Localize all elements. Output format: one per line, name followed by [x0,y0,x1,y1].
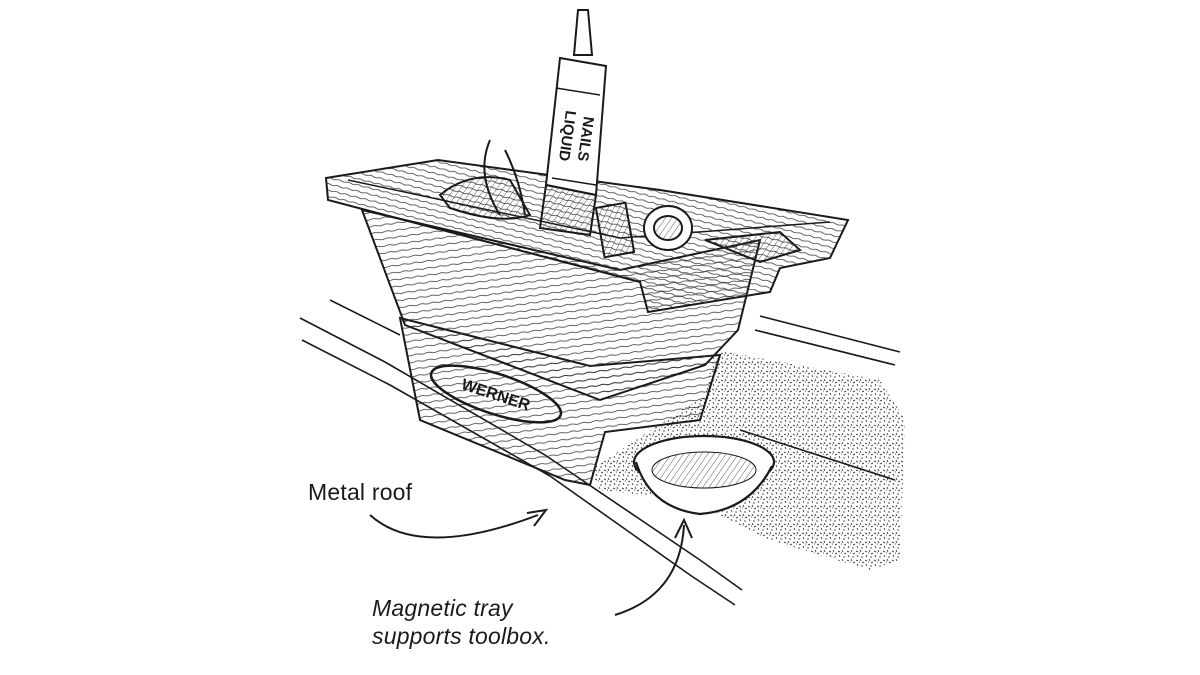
magnetic-tray [632,434,776,516]
caulk-label-line2: NAILS [574,115,597,162]
tray-callout-line1: Magnetic tray [372,595,513,621]
brand-oval [429,364,563,424]
tools-cluster [438,139,802,264]
metal-roof-callout: Metal roof [308,479,413,505]
caulk-tube: LIQUID NAILS [538,9,608,237]
metal-roof-arrow [369,514,539,539]
metal-roof-arrowhead [526,508,549,527]
tray-callout-line2: supports toolbox. [372,623,551,649]
tray-arrowhead [674,517,693,539]
caulk-label-line1: LIQUID [555,109,579,162]
magnetic-tray-callout: Magnetic tray supports toolbox. [372,594,551,650]
callout-arrows [369,508,693,616]
tray-arrow [614,524,685,616]
